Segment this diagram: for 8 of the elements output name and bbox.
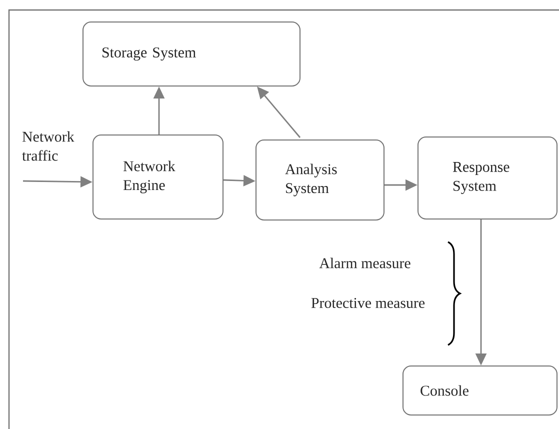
measure-label: Protective measure — [311, 298, 425, 308]
process-box: Response System — [418, 136, 558, 220]
edge-label: Network traffic — [22, 131, 74, 161]
process-box: Console — [402, 366, 558, 416]
measure-label: Alarm measure — [319, 258, 410, 268]
process-box: Network Engine — [92, 134, 224, 220]
process-box: Storage System — [82, 22, 300, 86]
process-box: Analysis System — [256, 140, 384, 220]
